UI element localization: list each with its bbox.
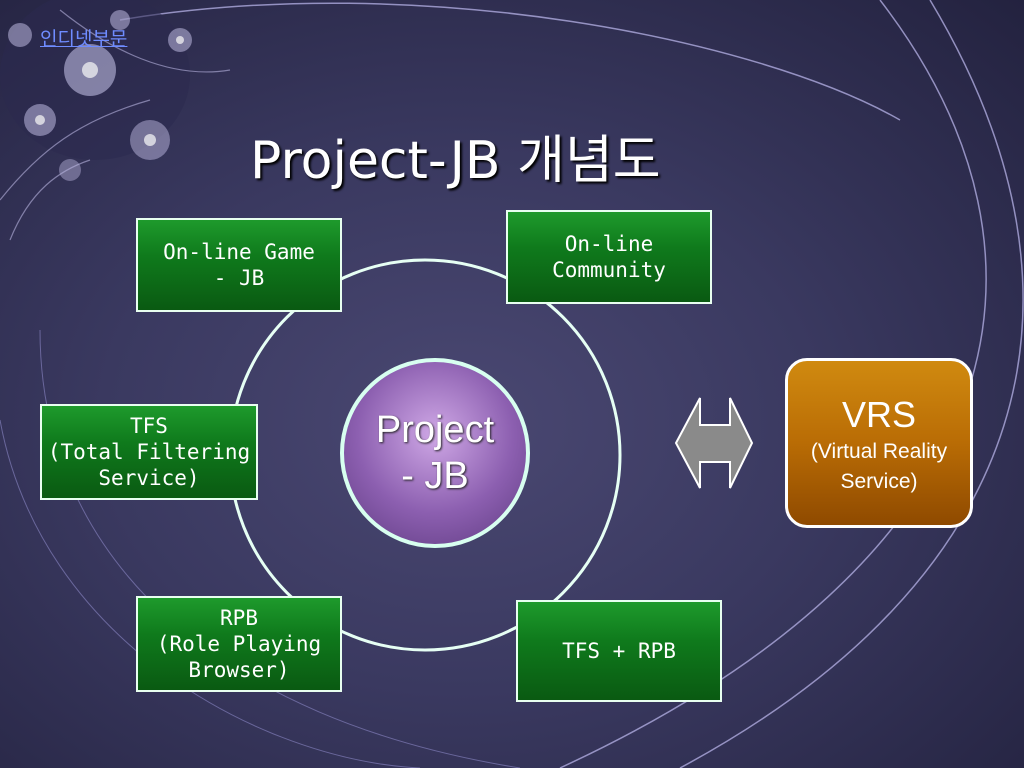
vrs-box: VRS (Virtual Reality Service): [785, 358, 973, 528]
node-rpb: RPB (Role Playing Browser): [136, 596, 342, 692]
vrs-subtitle: (Virtual Reality Service): [810, 440, 948, 493]
node-online-game-label: On-line Game - JB: [163, 240, 315, 290]
page-title: Project-JB 개념도: [250, 131, 661, 191]
node-tfs-rpb-label: TFS + RPB: [562, 639, 676, 663]
node-tfs-label: TFS (Total Filtering Service): [47, 414, 251, 490]
node-online-community-label: On-line Community: [552, 232, 666, 282]
node-tfs-rpb: TFS + RPB: [516, 600, 722, 702]
section-link[interactable]: 인디넷부문: [40, 28, 128, 50]
node-online-community: On-line Community: [506, 210, 712, 304]
center-hub: Project - JB: [340, 358, 530, 548]
center-hub-label: Project - JB: [375, 409, 495, 497]
node-tfs: TFS (Total Filtering Service): [40, 404, 258, 500]
vrs-title: VRS: [841, 394, 917, 435]
double-arrow-icon: [674, 397, 754, 489]
node-online-game: On-line Game - JB: [136, 218, 342, 312]
node-rpb-label: RPB (Role Playing Browser): [156, 606, 322, 682]
flower-decoration-icon: [0, 0, 231, 241]
